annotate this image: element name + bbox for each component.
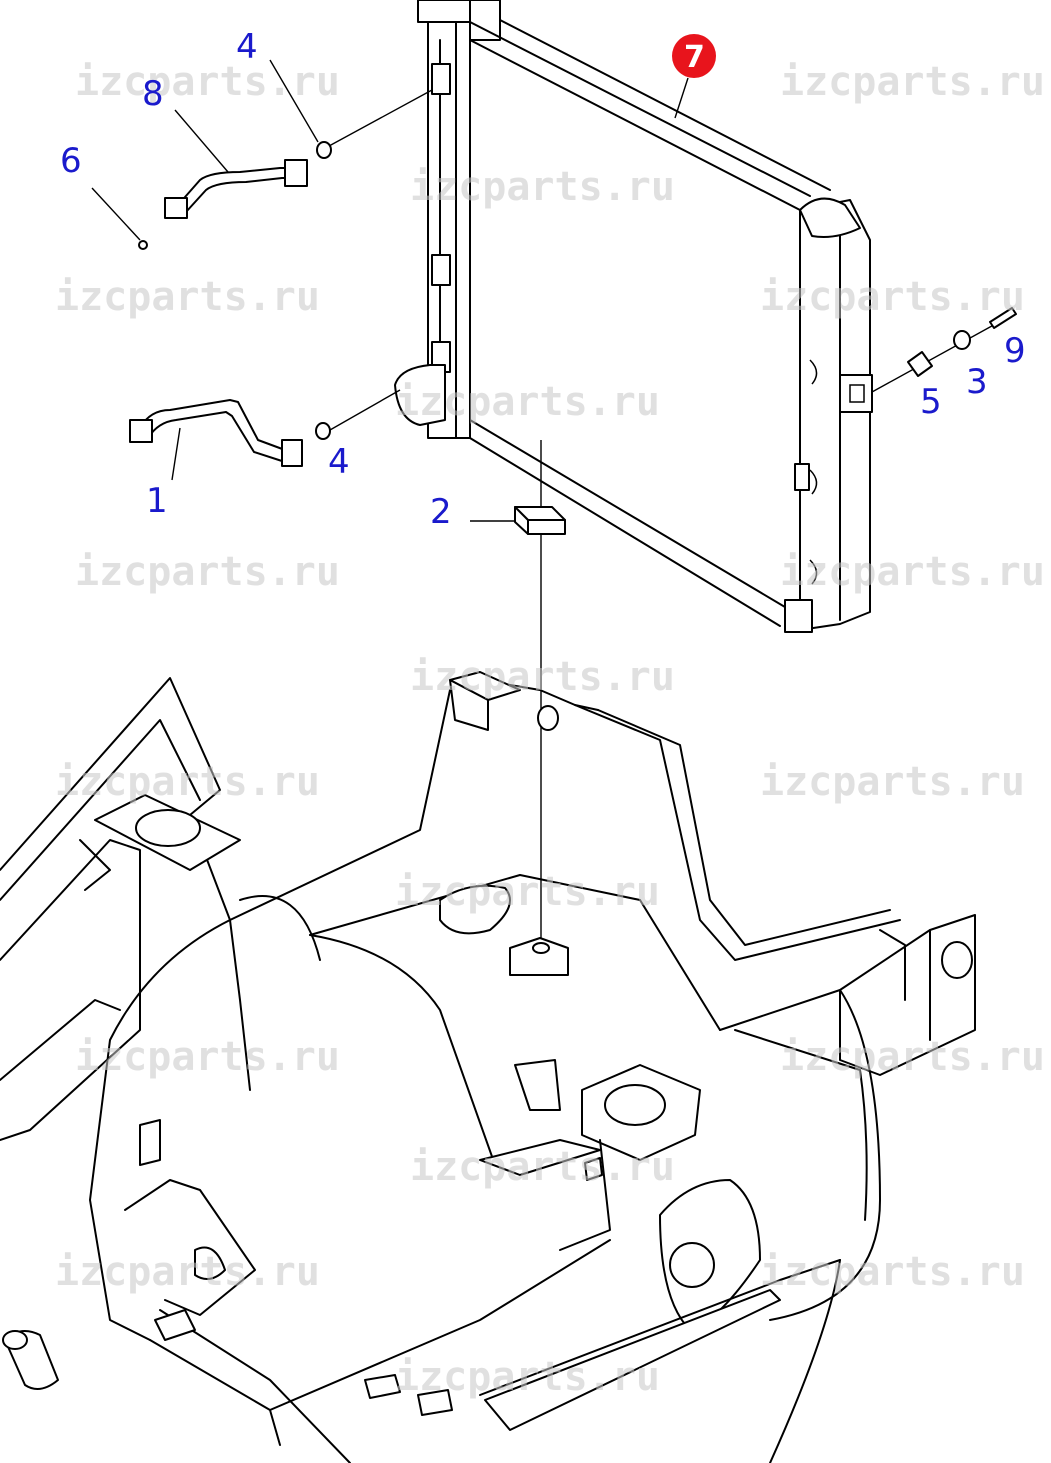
watermark-text: izcparts.ru [55, 759, 320, 805]
watermark-text: izcparts.ru [760, 759, 1025, 805]
callout-7-badge [672, 34, 716, 78]
upper-hose [138, 89, 433, 250]
watermark-text: izcparts.ru [410, 164, 675, 210]
right-fasteners [871, 307, 1017, 393]
callout-8: 8 [142, 74, 164, 114]
callout-3: 3 [966, 362, 988, 402]
radiator-assembly [394, 0, 873, 633]
watermarks: izcparts.ru izcparts.ru izcparts.ru izcp… [55, 59, 1045, 1400]
watermark-text: izcparts.ru [75, 549, 340, 595]
watermark-text: izcparts.ru [760, 1249, 1025, 1295]
watermark-text: izcparts.ru [55, 274, 320, 320]
watermark-text: izcparts.ru [760, 274, 1025, 320]
callout-5: 5 [920, 382, 942, 422]
watermark-text: izcparts.ru [780, 59, 1045, 105]
callout-6: 6 [60, 141, 82, 181]
watermark-text: izcparts.ru [395, 379, 660, 425]
watermark-text: izcparts.ru [410, 654, 675, 700]
watermark-text: izcparts.ru [780, 1034, 1045, 1080]
watermark-text: izcparts.ru [395, 869, 660, 915]
callout-1: 1 [146, 481, 168, 521]
watermark-text: izcparts.ru [780, 549, 1045, 595]
lower-hose [129, 389, 401, 467]
callouts: 4 8 6 7 1 4 2 5 3 9 [60, 27, 1026, 532]
watermark-text: izcparts.ru [410, 1144, 675, 1190]
callout-4-lower: 4 [328, 442, 350, 482]
callout-2: 2 [430, 492, 452, 532]
watermark-text: izcparts.ru [75, 59, 340, 105]
watermark-text: izcparts.ru [395, 1354, 660, 1400]
watermark-text: izcparts.ru [55, 1249, 320, 1295]
callout-9: 9 [1004, 331, 1026, 371]
watermark-text: izcparts.ru [75, 1034, 340, 1080]
callout-4-upper: 4 [236, 27, 258, 67]
callout-7: 7 [684, 40, 705, 75]
chassis-frame [0, 671, 976, 1463]
mount-pad [470, 440, 566, 948]
